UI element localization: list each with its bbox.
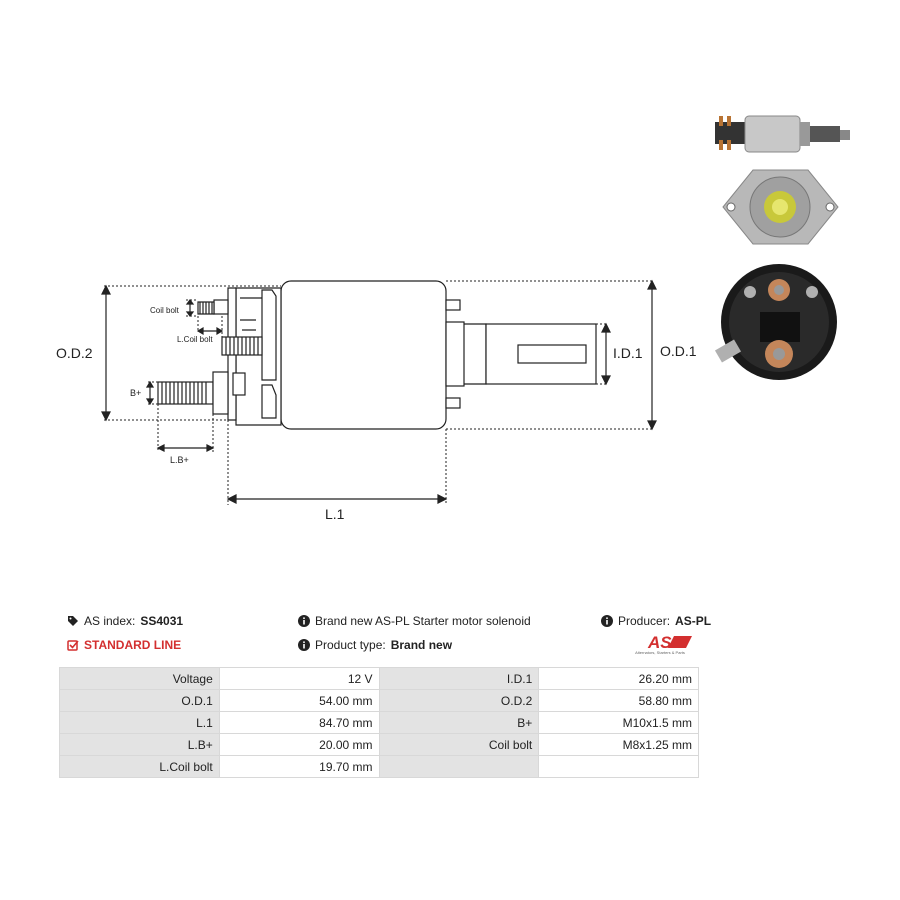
coil-bolt-label: Coil bolt bbox=[150, 306, 180, 315]
info-icon bbox=[298, 615, 310, 627]
spec-value: 84.70 mm bbox=[218, 711, 380, 734]
spec-value: 19.70 mm bbox=[218, 755, 380, 778]
l-coil-bolt-label: L.Coil bolt bbox=[177, 335, 213, 344]
spec-key: L.1 bbox=[59, 711, 220, 734]
spec-value: 20.00 mm bbox=[218, 733, 380, 756]
description-row: Brand new AS-PL Starter motor solenoid bbox=[298, 614, 531, 628]
standard-line-row: STANDARD LINE bbox=[67, 638, 181, 652]
product-photo-side bbox=[715, 115, 850, 153]
product-description: Brand new AS-PL Starter motor solenoid bbox=[315, 614, 531, 628]
product-type-value: Brand new bbox=[390, 638, 453, 652]
l1-label: L.1 bbox=[325, 506, 345, 522]
spec-value bbox=[538, 755, 699, 778]
spec-key: L.Coil bolt bbox=[59, 755, 220, 778]
spec-key: B+ bbox=[378, 711, 540, 734]
spec-key: Coil bolt bbox=[378, 733, 540, 756]
product-photo-terminals bbox=[714, 264, 837, 380]
b-plus-terminal-drawing bbox=[157, 371, 246, 415]
spec-key: O.D.2 bbox=[378, 689, 540, 712]
spec-value: 26.20 mm bbox=[538, 667, 699, 690]
spec-value: 12 V bbox=[218, 667, 380, 690]
spec-value: 54.00 mm bbox=[218, 689, 380, 712]
plunger-drawing bbox=[445, 299, 597, 409]
producer-label: Producer: bbox=[618, 614, 671, 628]
logo-tagline: Alternators, Starters & Parts bbox=[635, 650, 685, 655]
as-index-label: AS index: bbox=[84, 614, 136, 628]
spec-key bbox=[378, 755, 540, 778]
info-icon bbox=[601, 615, 613, 627]
bplus-label: B+ bbox=[130, 388, 141, 398]
product-type-label: Product type: bbox=[315, 638, 386, 652]
spec-value: M8x1.25 mm bbox=[538, 733, 699, 756]
producer-row: Producer: AS-PL bbox=[601, 614, 711, 628]
solenoid-body bbox=[280, 280, 447, 430]
as-index-value: SS4031 bbox=[140, 614, 184, 628]
coil-bolt-drawing bbox=[197, 299, 229, 315]
lb-label: L.B+ bbox=[170, 455, 189, 465]
info-icon bbox=[298, 639, 310, 651]
od2-label: O.D.2 bbox=[56, 345, 93, 361]
producer-value: AS-PL bbox=[675, 614, 712, 628]
product-type-row: Product type: Brand new bbox=[298, 638, 452, 652]
spec-key: Voltage bbox=[59, 667, 220, 690]
spec-value: 58.80 mm bbox=[538, 689, 699, 712]
l-coil-bolt-drawing bbox=[221, 336, 263, 356]
spec-key: L.B+ bbox=[59, 733, 220, 756]
end-cap bbox=[235, 287, 282, 426]
checkbox-icon bbox=[67, 640, 79, 651]
as-pl-logo: AS bbox=[647, 633, 692, 652]
spec-key: O.D.1 bbox=[59, 689, 220, 712]
solenoid-technical-drawing: O.D.2 O.D.1 I.D.1 L.1 L.B+ B+ Coil bolt … bbox=[56, 279, 697, 522]
od1-label: O.D.1 bbox=[660, 343, 697, 359]
id1-label: I.D.1 bbox=[613, 345, 643, 361]
product-photo-flange bbox=[722, 169, 839, 245]
spec-key: I.D.1 bbox=[378, 667, 540, 690]
logo-text: AS bbox=[647, 633, 672, 652]
standard-line-label: STANDARD LINE bbox=[84, 638, 182, 652]
spec-value: M10x1.5 mm bbox=[538, 711, 699, 734]
as-index-row: AS index: SS4031 bbox=[67, 614, 183, 628]
tags-icon bbox=[68, 616, 78, 626]
